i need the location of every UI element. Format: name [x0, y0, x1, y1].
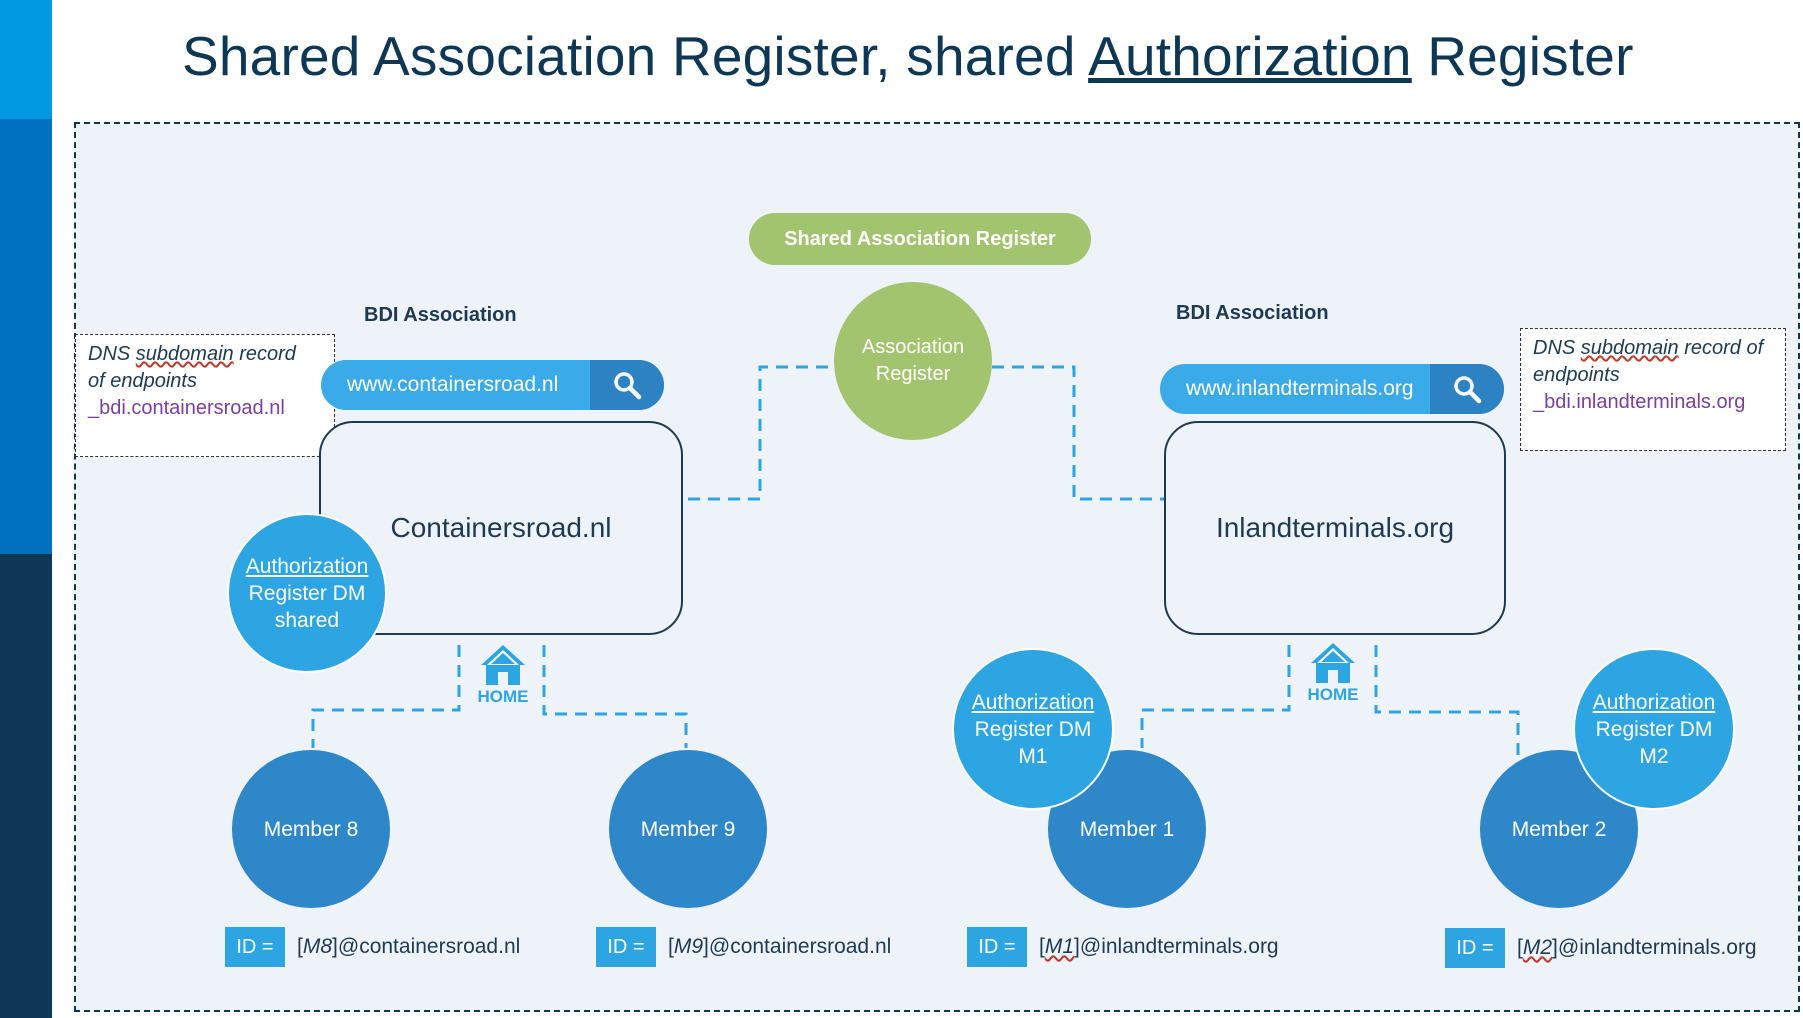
- member-1-id-domain: @inlandterminals.org: [1079, 935, 1279, 958]
- left-search-text[interactable]: www.containersroad.nl: [347, 373, 559, 396]
- left-dns-line1c: record: [233, 343, 296, 365]
- right-search-button[interactable]: [1430, 364, 1504, 414]
- auth-m2-line1: Authorization: [1592, 690, 1716, 714]
- left-search-bar[interactable]: www.containersroad.nl: [321, 360, 664, 410]
- member-8-label: Member 8: [263, 817, 359, 841]
- left-search-button[interactable]: [590, 360, 664, 410]
- left-bdi-association-label: BDI Association: [364, 304, 517, 326]
- auth-m1-line2: Register DM: [974, 717, 1092, 741]
- member-8-id-badge: ID =: [225, 927, 285, 967]
- right-home-label: HOME: [1307, 685, 1359, 704]
- left-site-name: Containersroad.nl: [390, 512, 612, 543]
- member-9-id-domain: @containersroad.nl: [708, 935, 892, 958]
- member-1-id-text: [M1]@inlandterminals.org: [1039, 935, 1279, 958]
- right-home[interactable]: HOME: [1298, 641, 1368, 705]
- left-dns-line1b: subdomain: [135, 343, 234, 365]
- right-dns-line1a: DNS: [1533, 337, 1581, 359]
- right-dns-host: _bdi.inlandterminals.org: [1533, 391, 1746, 413]
- member-1-id-badge: ID =: [967, 927, 1027, 967]
- left-home-label: HOME: [477, 687, 529, 706]
- inlandterminals-site-box: Inlandterminals.org: [1164, 421, 1506, 635]
- auth-m1-line1: Authorization: [971, 690, 1095, 714]
- home-icon: [481, 645, 525, 685]
- left-home[interactable]: HOME: [468, 643, 538, 707]
- member-8-id-domain: @containersroad.nl: [337, 935, 521, 958]
- home-icon: [1311, 643, 1355, 683]
- right-bdi-association-label: BDI Association: [1176, 302, 1329, 324]
- association-register-line1: Association: [861, 336, 965, 358]
- search-icon: [614, 372, 642, 400]
- member-9-id-code: M9: [673, 935, 704, 958]
- association-register-line2: Register: [875, 363, 951, 385]
- right-dns-line1b: subdomain: [1580, 337, 1679, 359]
- sidebar-strip-middle: [0, 119, 52, 554]
- member-2-id-badge: ID =: [1445, 928, 1505, 968]
- member-8-id-text: [M8]@containersroad.nl: [297, 935, 521, 958]
- member-9-id-row: ID = [M9]@containersroad.nl: [596, 927, 891, 967]
- right-search-text[interactable]: www.inlandterminals.org: [1186, 377, 1414, 400]
- auth-shared-line3: shared: [274, 608, 340, 632]
- member-9-label: Member 9: [640, 817, 736, 841]
- right-dns-record-box: DNS subdomain record of endpoints _bdi.i…: [1520, 328, 1786, 451]
- member-2-label: Member 2: [1511, 817, 1607, 841]
- member-1-id-row: ID = [M1]@inlandterminals.org: [967, 927, 1279, 967]
- right-dns-line2: endpoints: [1533, 364, 1620, 386]
- left-dns-host: _bdi.containersroad.nl: [88, 397, 285, 419]
- member-9-id-badge: ID =: [596, 927, 656, 967]
- right-dns-line1c: record of: [1678, 337, 1764, 359]
- left-dns-line1a: DNS: [88, 343, 136, 365]
- member-1-id-code: M1: [1044, 935, 1075, 958]
- sidebar-strip-bottom: [0, 554, 52, 1018]
- title-part3: Register: [1411, 25, 1634, 87]
- member-8-circle: Member 8: [232, 750, 390, 908]
- auth-shared-line1: Authorization: [245, 554, 369, 578]
- right-site-name: Inlandterminals.org: [1215, 512, 1455, 543]
- search-icon: [1454, 376, 1482, 404]
- member-2-id-code: M2: [1522, 936, 1553, 959]
- member-8-id-code: M8: [302, 935, 333, 958]
- member-8-id-row: ID = [M8]@containersroad.nl: [225, 927, 520, 967]
- right-search-bar[interactable]: www.inlandterminals.org: [1160, 364, 1504, 414]
- auth-m1-line3: M1: [1018, 744, 1048, 768]
- left-dns-line2: of endpoints: [88, 370, 197, 392]
- sidebar-strip-top: [0, 0, 52, 119]
- auth-m2-line2: Register DM: [1595, 717, 1713, 741]
- member-9-id-text: [M9]@containersroad.nl: [668, 935, 892, 958]
- member-2-id-domain: @inlandterminals.org: [1557, 936, 1757, 959]
- auth-m2-line3: M2: [1639, 744, 1669, 768]
- member-2-id-row: ID = [M2]@inlandterminals.org: [1445, 928, 1757, 968]
- title-part1: Shared Association Register, shared: [182, 25, 1089, 87]
- auth-shared-line2: Register DM: [248, 581, 366, 605]
- shared-association-register-pill: Shared Association Register: [749, 213, 1091, 265]
- member-2-id-text: [M2]@inlandterminals.org: [1517, 936, 1757, 959]
- left-dns-record-box: DNS subdomain record of endpoints _bdi.c…: [75, 334, 335, 457]
- member-9-circle: Member 9: [609, 750, 767, 908]
- slide-title: Shared Association Register, shared Auth…: [182, 24, 1634, 88]
- member-1-label: Member 1: [1079, 817, 1175, 841]
- title-part2: Authorization: [1088, 25, 1412, 87]
